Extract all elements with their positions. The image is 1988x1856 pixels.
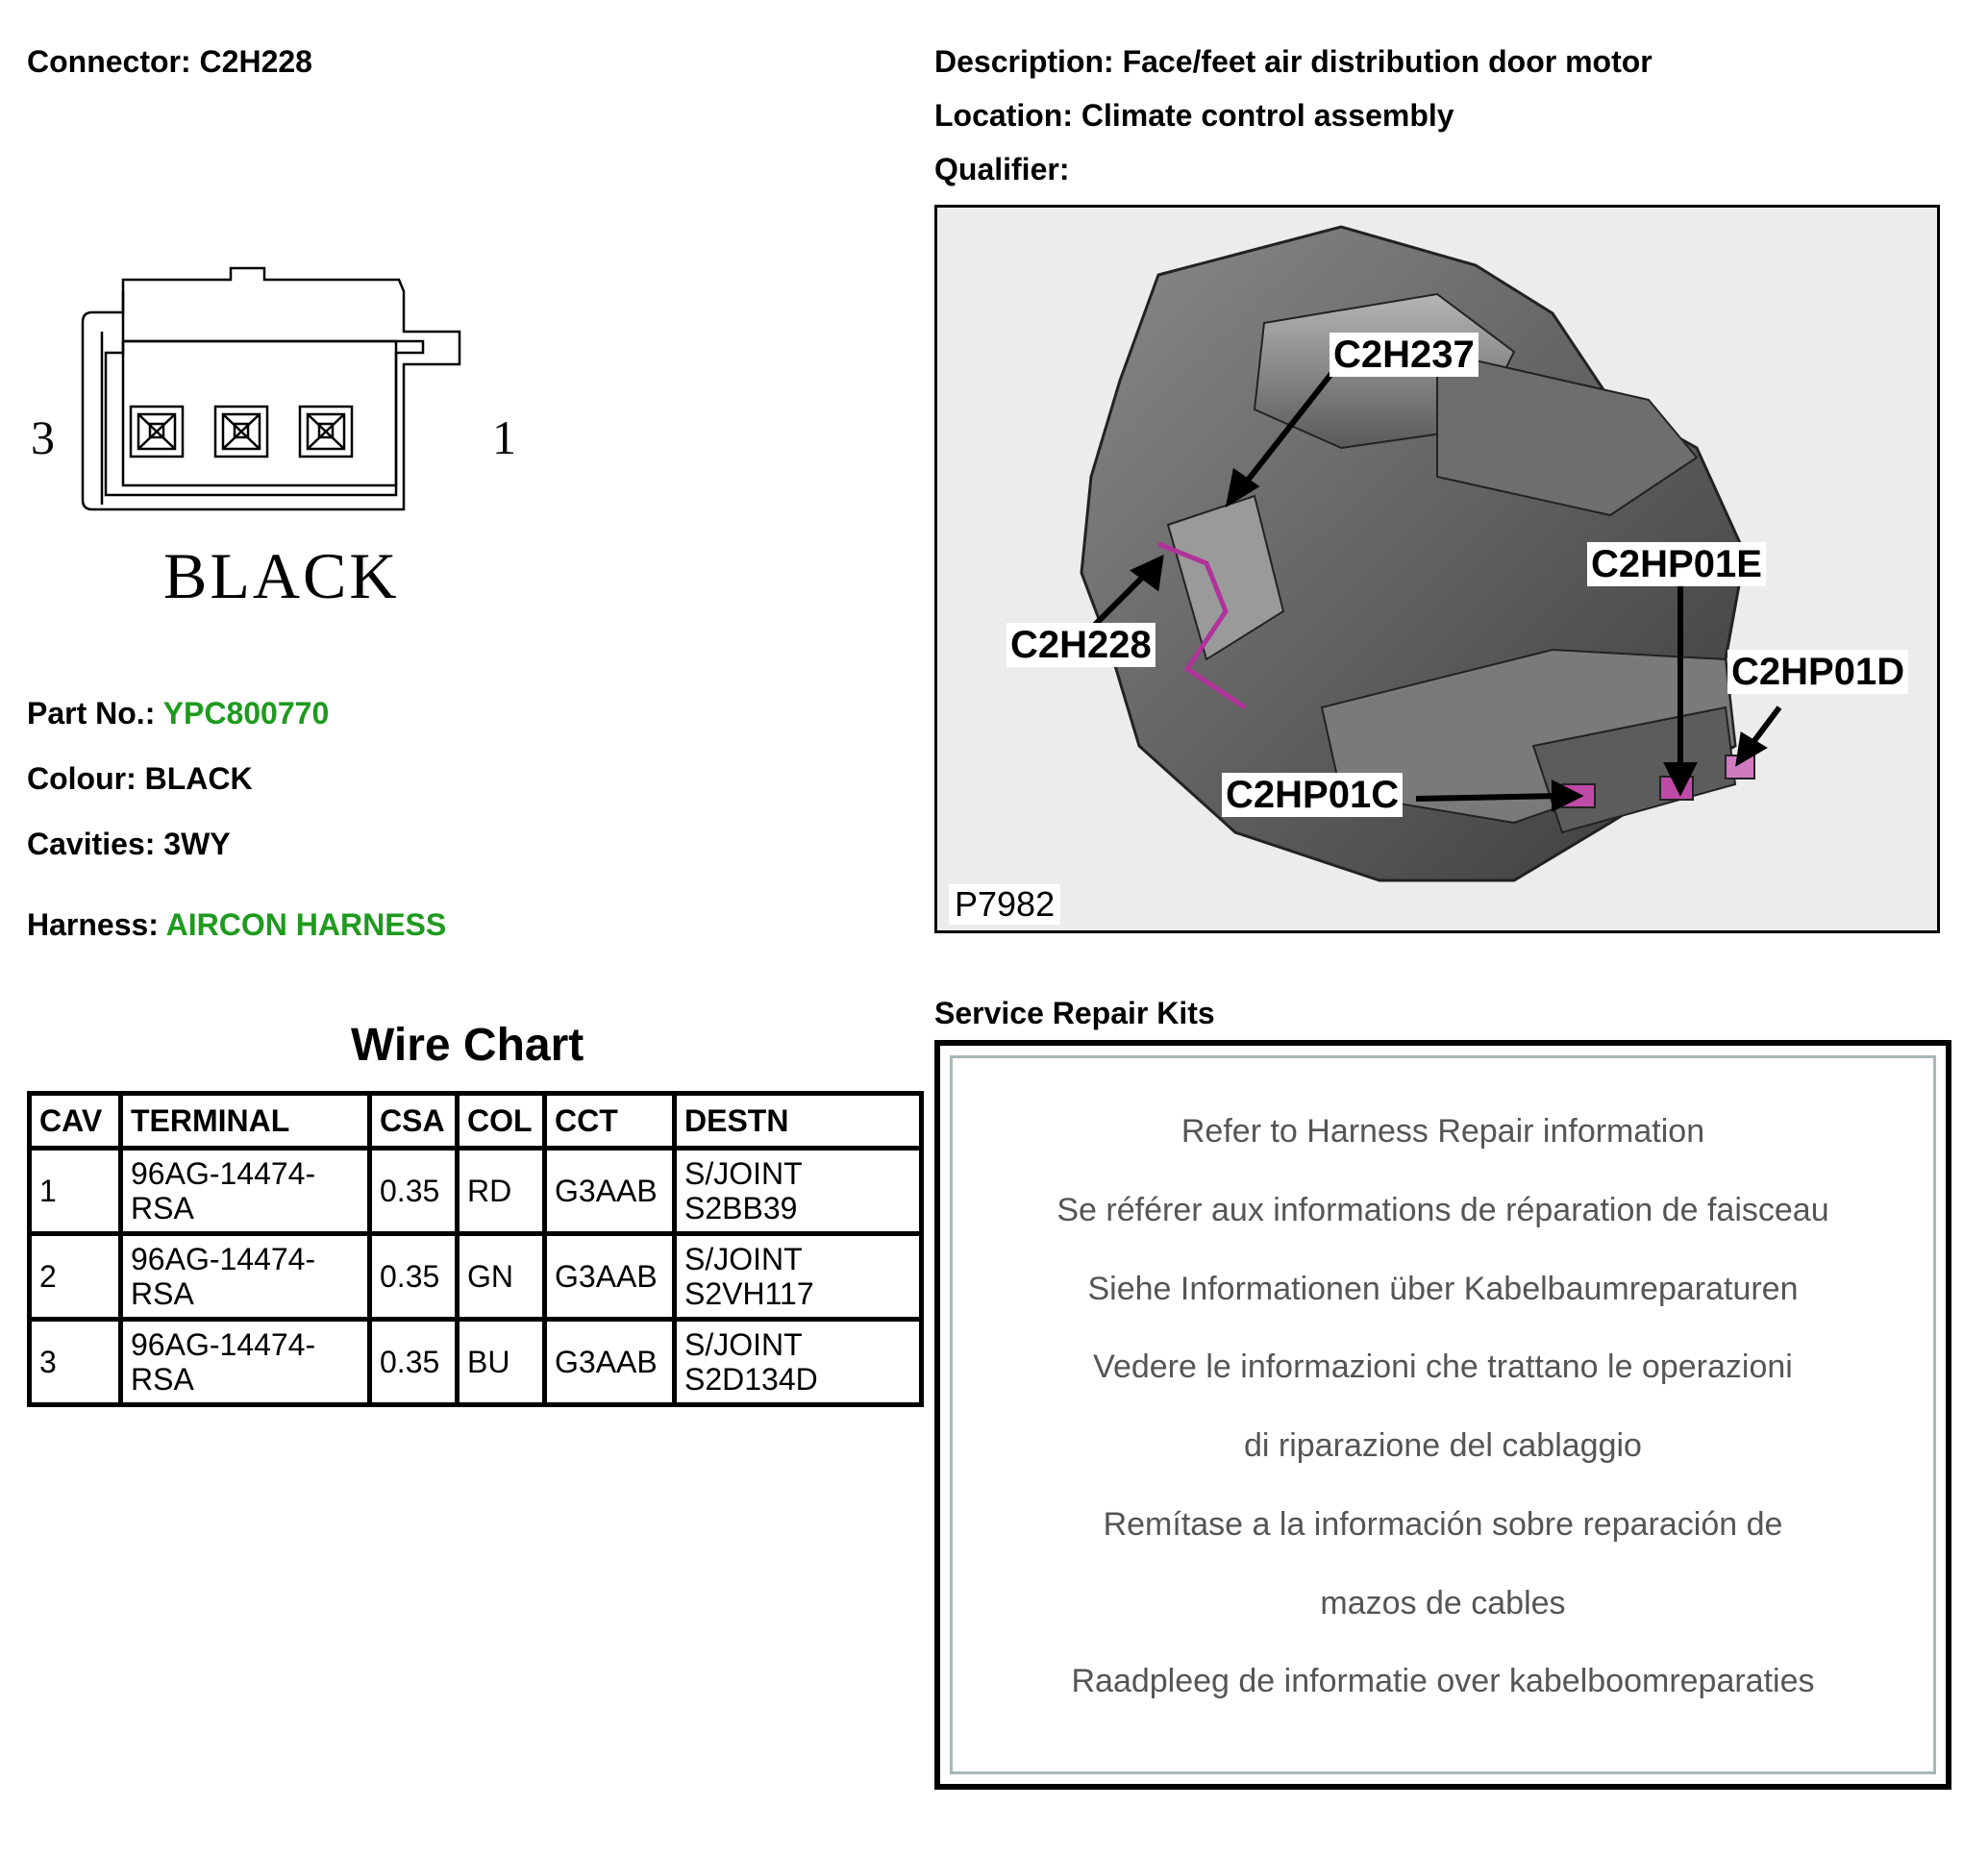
- terminal-line-2: RSA: [131, 1362, 194, 1397]
- destn-line-1: S/JOINT: [684, 1242, 803, 1276]
- harness-field: Harness: AIRCON HARNESS: [27, 905, 446, 944]
- qualifier-label: Qualifier:: [934, 152, 1070, 186]
- cell-col: BU: [455, 1317, 547, 1407]
- cell-cav: 3: [27, 1317, 123, 1407]
- wire-chart-header-row: CAV TERMINAL CSA COL CCT DESTN: [27, 1091, 924, 1151]
- wire-chart-title: Wire Chart: [351, 1020, 584, 1071]
- callout-c2hp01c: C2HP01C: [1222, 773, 1404, 817]
- climate-assembly-illustration: [1080, 225, 1782, 882]
- terminal-line-2: RSA: [131, 1276, 194, 1311]
- wire-chart-table: CAV TERMINAL CSA COL CCT DESTN 1 96AG-14…: [27, 1091, 924, 1407]
- kit-line: mazos de cables: [1320, 1585, 1566, 1621]
- cell-col: RD: [455, 1146, 547, 1236]
- header-csa: CSA: [367, 1091, 460, 1151]
- connector-colour-caption: BLACK: [163, 539, 400, 612]
- connector-field: Connector: C2H228: [27, 42, 312, 81]
- connector-value: C2H228: [199, 44, 312, 79]
- cell-col: GN: [455, 1231, 547, 1322]
- colour-value: BLACK: [144, 761, 253, 796]
- pin-3-label: 3: [31, 410, 55, 464]
- kit-line: Vedere le informazioni che trattano le o…: [1093, 1349, 1793, 1385]
- kit-line: Refer to Harness Repair information: [1180, 1113, 1705, 1150]
- kit-line: di riparazione del cablaggio: [1244, 1427, 1642, 1464]
- header-cct: CCT: [542, 1091, 677, 1151]
- part-no-value: YPC800770: [162, 696, 330, 730]
- header-destn: DESTN: [672, 1091, 924, 1151]
- connector-face-diagram: [81, 266, 461, 511]
- terminal-line-2: RSA: [131, 1191, 194, 1225]
- cell-cct: G3AAB: [542, 1231, 677, 1322]
- kit-line: Remítase a la información sobre reparaci…: [1103, 1506, 1783, 1543]
- callout-c2hp01d: C2HP01D: [1727, 650, 1909, 694]
- destn-line-1: S/JOINT: [684, 1327, 803, 1362]
- header-col: COL: [455, 1091, 547, 1151]
- header-terminal: TERMINAL: [118, 1091, 372, 1151]
- part-no-label: Part No.:: [27, 696, 156, 730]
- service-repair-kits-box: Refer to Harness Repair information Se r…: [934, 1040, 1951, 1790]
- cavities-value: 3WY: [163, 827, 231, 861]
- cavities-label: Cavities:: [27, 827, 156, 861]
- cell-cct: G3AAB: [542, 1317, 677, 1407]
- location-field: Location: Climate control assembly: [934, 96, 1454, 135]
- destn-line-2: S2D134D: [684, 1362, 818, 1397]
- cell-cav: 2: [27, 1231, 123, 1322]
- kit-line: Se référer aux informations de réparatio…: [1056, 1192, 1829, 1228]
- cell-cct: G3AAB: [542, 1146, 677, 1236]
- service-repair-kits-inner: Refer to Harness Repair information Se r…: [950, 1055, 1936, 1774]
- cell-terminal: 96AG-14474-RSA: [118, 1146, 372, 1236]
- callout-c2h237: C2H237: [1329, 333, 1479, 377]
- kit-line: Siehe Informationen über Kabelbaumrepara…: [1087, 1271, 1799, 1307]
- destn-line-2: S2BB39: [684, 1191, 798, 1225]
- callout-c2h228: C2H228: [1006, 623, 1156, 667]
- destn-line-2: S2VH117: [684, 1276, 814, 1311]
- cavities-field: Cavities: 3WY: [27, 825, 231, 863]
- cell-csa: 0.35: [367, 1146, 460, 1236]
- location-value: Climate control assembly: [1081, 98, 1454, 133]
- description-value: Face/feet air distribution door motor: [1122, 44, 1653, 79]
- harness-label: Harness:: [27, 907, 159, 942]
- description-label: Description:: [934, 44, 1114, 79]
- pin-1-label: 1: [492, 410, 516, 464]
- service-repair-kits-title: Service Repair Kits: [934, 996, 1215, 1030]
- cavity-squares: [129, 405, 354, 458]
- colour-field: Colour: BLACK: [27, 759, 253, 798]
- cell-cav: 1: [27, 1146, 123, 1236]
- qualifier-field: Qualifier:: [934, 150, 1069, 188]
- cell-csa: 0.35: [367, 1231, 460, 1322]
- destn-line-1: S/JOINT: [684, 1156, 803, 1191]
- cell-csa: 0.35: [367, 1317, 460, 1407]
- terminal-line-1: 96AG-14474-: [131, 1327, 316, 1362]
- terminal-line-1: 96AG-14474-: [131, 1242, 316, 1276]
- kit-line: Raadpleeg de informatie over kabelboomre…: [1071, 1663, 1815, 1699]
- callout-c2hp01e: C2HP01E: [1587, 542, 1766, 586]
- description-field: Description: Face/feet air distribution …: [934, 42, 1653, 81]
- location-photo: C2H237 C2HP01E C2H228 C2HP01D C2HP01C P7…: [934, 205, 1940, 933]
- header-cav: CAV: [27, 1091, 123, 1151]
- cell-terminal: 96AG-14474-RSA: [118, 1231, 372, 1322]
- connector-label: Connector:: [27, 44, 191, 79]
- part-no-field: Part No.: YPC800770: [27, 694, 329, 732]
- terminal-line-1: 96AG-14474-: [131, 1156, 316, 1191]
- harness-value: AIRCON HARNESS: [165, 907, 447, 942]
- cell-terminal: 96AG-14474-RSA: [118, 1317, 372, 1407]
- colour-label: Colour:: [27, 761, 137, 796]
- location-label: Location:: [934, 98, 1073, 133]
- image-reference: P7982: [949, 884, 1061, 925]
